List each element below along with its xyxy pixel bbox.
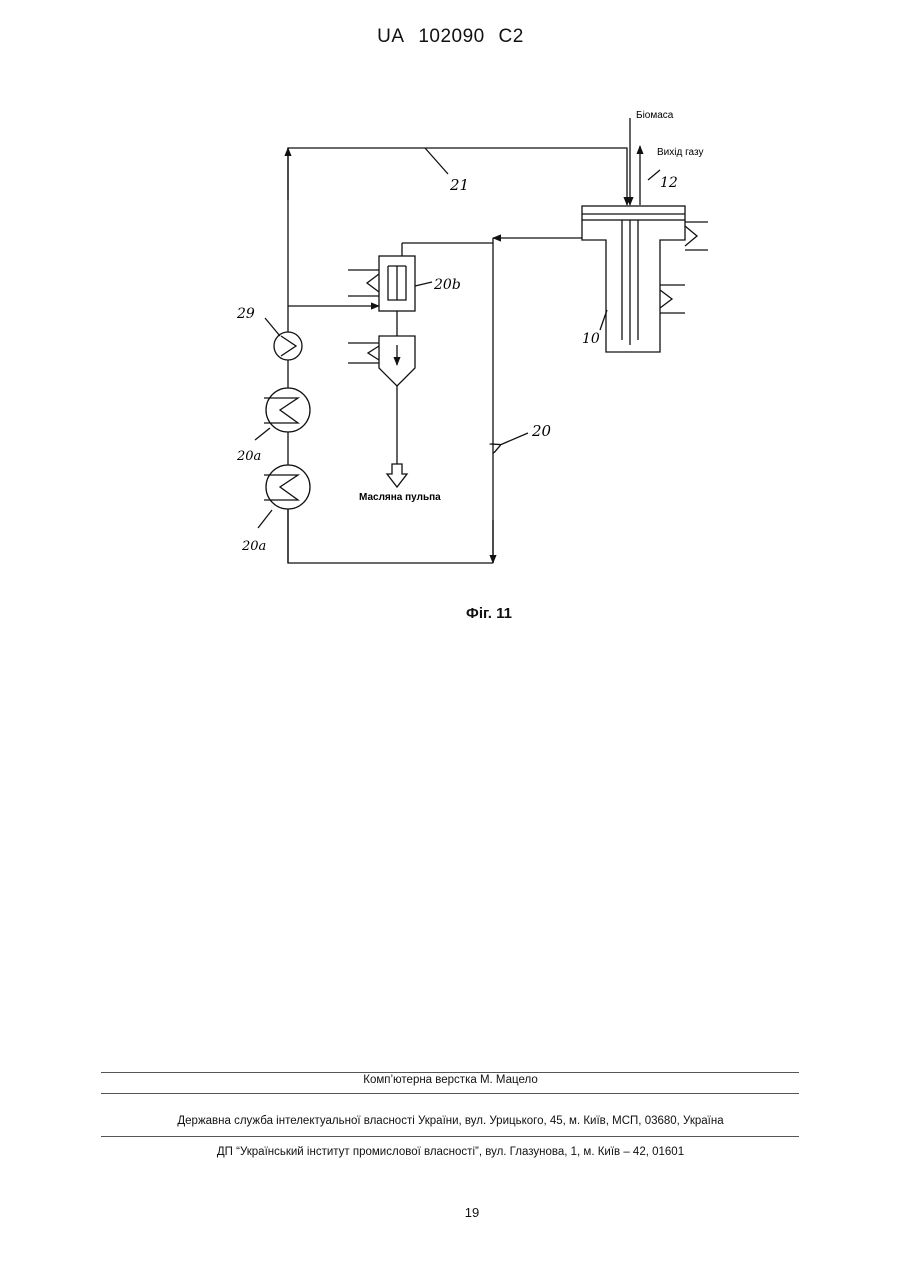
oil-pulp-outlet — [387, 464, 407, 487]
agency-address: Державна служба інтелектуальної власност… — [0, 1115, 901, 1127]
ref-20b: 20b — [433, 277, 461, 293]
figure-caption: Фіг. 11 — [0, 605, 901, 622]
ref-20: 20 — [531, 422, 552, 440]
pump-29 — [274, 332, 302, 360]
gas-out-label: Вихід газу — [657, 147, 703, 158]
ref-21: 21 — [449, 176, 469, 194]
footer-rule-2 — [101, 1093, 799, 1094]
footer-rule-3 — [101, 1136, 799, 1137]
layout-credit: Комп’ютерна верстка М. Мацело — [0, 1074, 901, 1086]
institute-address: ДП “Український інститут промислової вла… — [0, 1146, 901, 1158]
heat-exchanger-20a-2 — [266, 465, 310, 509]
ref-20a-1: 20a — [236, 449, 261, 464]
heat-exchanger-20a-1 — [266, 388, 310, 432]
biomass-label: Біомаса — [636, 110, 674, 121]
recycle-line-21 — [288, 148, 627, 563]
process-diagram: Біомаса Вихід газу Масляна пульпа 21 12 … — [0, 0, 901, 640]
oil-pulp-label: Масляна пульпа — [359, 492, 441, 503]
ref-10: 10 — [582, 331, 600, 347]
ref-12: 12 — [660, 175, 678, 191]
ref-29: 29 — [236, 306, 255, 322]
page-number: 19 — [0, 1205, 901, 1220]
footer-rule-1 — [101, 1072, 799, 1073]
ref-20a-2: 20a — [241, 539, 266, 554]
reactor-lid — [582, 206, 685, 220]
